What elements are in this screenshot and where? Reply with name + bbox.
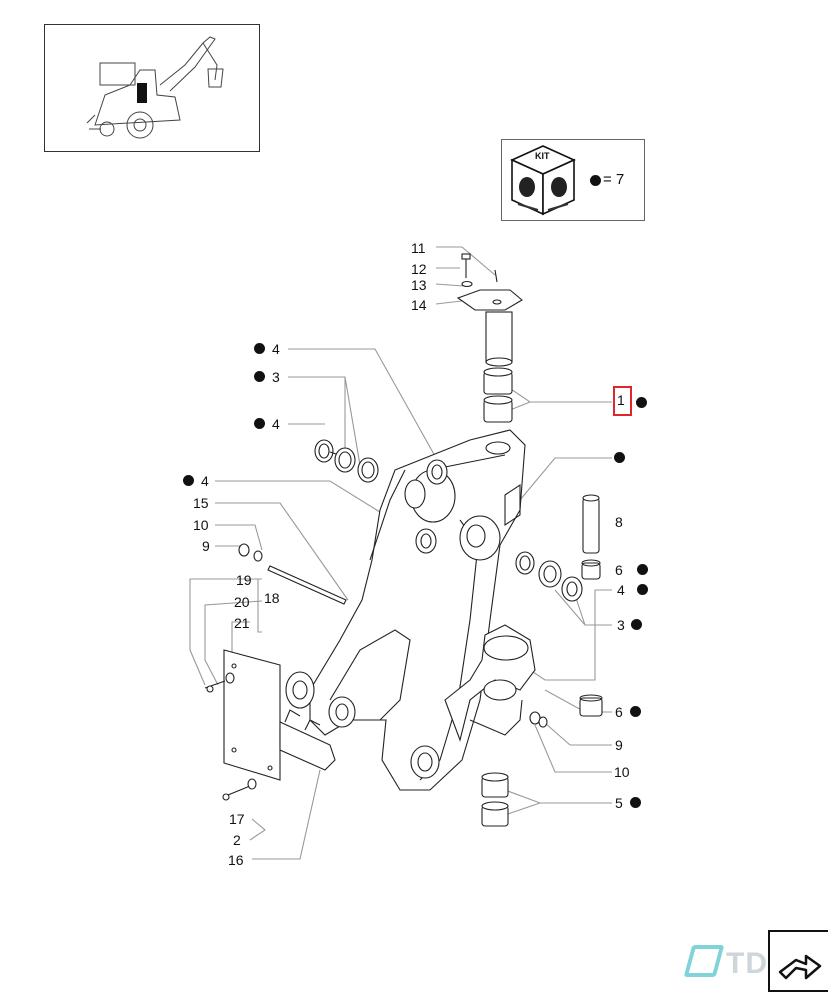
callout-15: 15 — [193, 495, 209, 511]
callout-5-dot — [630, 797, 641, 808]
callout-19: 19 — [236, 572, 252, 588]
callout-16: 16 — [228, 852, 244, 868]
callout-5: 5 — [615, 795, 623, 811]
callout-4b: 4 — [272, 416, 280, 432]
logo-mark-icon — [683, 945, 725, 977]
callout-4d: 4 — [617, 582, 625, 598]
callout-17: 17 — [229, 811, 245, 827]
callout-1[interactable]: 1 — [617, 392, 625, 408]
callout-6a: 6 — [615, 562, 623, 578]
next-page-arrow-icon — [778, 954, 822, 980]
callout-4a-dot — [254, 343, 265, 354]
callout-3a: 3 — [272, 369, 280, 385]
callout-4b-dot — [254, 418, 265, 429]
callout-3b-dot — [631, 619, 642, 630]
callout-9a: 9 — [202, 538, 210, 554]
callout-1-highlight — [613, 386, 632, 416]
callout-2: 2 — [233, 832, 241, 848]
callout-13: 13 — [411, 277, 427, 293]
callout-6b: 6 — [615, 704, 623, 720]
callout-9b: 9 — [615, 737, 623, 753]
callout-21: 21 — [234, 615, 250, 631]
callout-20: 20 — [234, 594, 250, 610]
callout-10b: 10 — [614, 764, 630, 780]
callout-4c-dot — [183, 475, 194, 486]
callout-3b: 3 — [617, 617, 625, 633]
callout-frame-dot — [614, 452, 625, 463]
callout-4a: 4 — [272, 341, 280, 357]
kit-label: KIT — [535, 151, 550, 161]
callout-11: 11 — [411, 240, 426, 256]
callout-14: 14 — [411, 297, 427, 313]
machine-thumbnail — [44, 24, 260, 152]
callout-12: 12 — [411, 261, 427, 277]
callout-18: 18 — [264, 590, 280, 606]
callout-4d-dot — [637, 584, 648, 595]
kit-equation: = 7 — [603, 171, 625, 188]
callout-6b-dot — [630, 706, 641, 717]
kit-legend: KIT — [501, 139, 645, 221]
kit-dot — [590, 175, 601, 186]
callout-10a: 10 — [193, 517, 209, 533]
callout-8: 8 — [615, 514, 623, 530]
kit-cube-icon — [510, 145, 576, 216]
callout-1-dot — [636, 397, 647, 408]
next-page-button[interactable] — [768, 930, 828, 992]
callout-6a-dot — [637, 564, 648, 575]
callout-4c: 4 — [201, 473, 209, 489]
tractor-thumbnail-icon — [86, 36, 224, 139]
callout-3a-dot — [254, 371, 265, 382]
